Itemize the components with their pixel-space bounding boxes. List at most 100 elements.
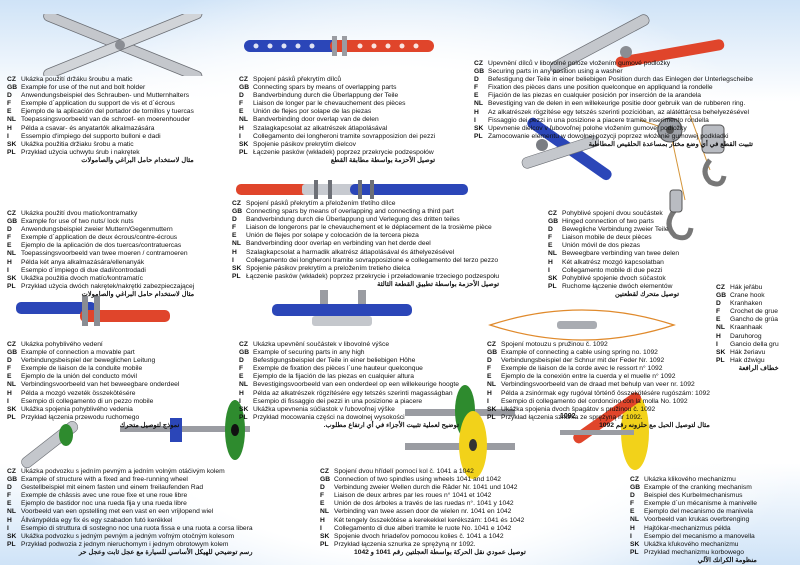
- language-code: SK: [239, 140, 249, 148]
- illustration-two-spindles: [405, 385, 515, 479]
- arabic-caption: نموذج لتوصيل متحرك: [119, 421, 180, 429]
- language-code: H: [7, 389, 12, 397]
- language-code: H: [320, 516, 325, 524]
- instruction-text: Verbindungsbeispiel der beweglichen Leit…: [21, 357, 156, 365]
- language-code: GB: [487, 349, 498, 357]
- instruction-text: Collegamento dei longheroni tramite sovr…: [253, 132, 436, 140]
- instruction-text: Łączenie pasków (wkładek) poprzez przekr…: [253, 148, 434, 156]
- language-code: SK: [7, 405, 17, 413]
- language-code: E: [474, 92, 479, 100]
- language-code: H: [7, 258, 12, 266]
- illustration-third-part-connection: [236, 180, 468, 199]
- instruction-text: Upevnenie dielcov v ľubovoľnej polohe vl…: [488, 124, 687, 132]
- language-code: SK: [474, 124, 484, 132]
- instruction-text: Ejemplo de bastidor noc una rueda fija y…: [21, 500, 187, 508]
- instruction-text: Ukázka pohyblivého vedení: [21, 341, 103, 348]
- language-code: H: [474, 108, 479, 116]
- language-code: CZ: [487, 341, 496, 348]
- instruction-text: Ejemplo de la aplicación de dos tuercas/…: [21, 242, 182, 250]
- instruction-text: Crane hook: [730, 292, 765, 300]
- instruction-text: Liaison mobile de deux pièces: [562, 234, 652, 242]
- instruction-text: Beispiel des Kurbelmechanismus: [644, 492, 743, 500]
- language-code: D: [487, 357, 492, 365]
- instruction-text: Kranhaken: [730, 300, 763, 308]
- language-code: CZ: [474, 60, 483, 67]
- instruction-text: Két alkatrész mozgó kapcsolatban: [562, 258, 664, 266]
- instruction-text: Collegamento dei longheroni tramite sovr…: [246, 256, 499, 264]
- language-code: E: [7, 373, 12, 381]
- instruction-text: Example of structure with a fixed and fr…: [21, 476, 188, 484]
- instruction-text: Ejemplo de la conexión entre la cuerda y…: [501, 373, 676, 381]
- language-code: SK: [7, 140, 17, 148]
- language-code: NL: [239, 381, 248, 389]
- instruction-text: Essempio d'impiego del supporto bulloni …: [21, 132, 161, 140]
- language-code: E: [320, 500, 325, 508]
- language-code: I: [474, 116, 476, 124]
- language-code: GB: [474, 68, 485, 76]
- instruction-text: Ukázka použití držáku šroubu a matic: [21, 76, 133, 83]
- language-code: E: [239, 108, 244, 116]
- arabic-caption: تثبيت القطع في أي وضع مختار بمساعدة الحل…: [588, 140, 753, 148]
- instruction-text: Bandverbindung durch die Überlappung der…: [253, 92, 399, 100]
- instruction-text: Przykład użycia uchwytu śrub i nakrętek: [21, 148, 140, 156]
- instruction-text: Exemple d´application du support de vis …: [21, 100, 175, 108]
- instruction-text: Przykład łączenia sznurka ze sprężyną nr…: [501, 413, 643, 421]
- language-code: CZ: [239, 341, 248, 348]
- instruction-text: Spojení pásků překrytím a přeložením tře…: [246, 200, 396, 207]
- instruction-text: Hinged connection of two parts: [562, 218, 654, 226]
- language-code: SK: [320, 532, 330, 540]
- language-code: NL: [487, 381, 496, 389]
- language-code: E: [630, 508, 635, 516]
- instruction-text: Állványpélda egy fix és egy szabadon fut…: [21, 516, 173, 524]
- instruction-text: Collegamento di due alberi tramite le ru…: [334, 524, 512, 532]
- language-code: D: [548, 226, 553, 234]
- instruction-text: Example of connection a movable part: [21, 349, 135, 357]
- instruction-text: Spojení dvou hřídelí pomocí kol č. 1041 …: [334, 468, 474, 475]
- instruction-text: Bevestiging van de delen in een willekeu…: [488, 100, 746, 108]
- language-code: NL: [474, 100, 483, 108]
- instruction-text: Przykład mechanizmu korbowego: [644, 548, 744, 556]
- arabic-caption: رسم توضيحي للهيكل الأساسي للسيارة مع عجل…: [78, 548, 253, 556]
- language-code: E: [7, 242, 12, 250]
- instruction-text: Ejemplo de la aplicación del portador de…: [21, 108, 194, 116]
- illustration-hinged-connection: [521, 117, 612, 181]
- instruction-text: Példa a mozgó vezeték összekötésére: [21, 389, 136, 397]
- illustration-washer-position: [550, 14, 725, 73]
- instruction-text: Connection of two spindles using wheels …: [334, 476, 501, 484]
- instruction-text: Liaison de deux arbres par les roues n° …: [334, 492, 492, 500]
- instruction-text: Hak dźwigu: [730, 356, 765, 364]
- language-code: F: [548, 234, 553, 242]
- language-code: H: [239, 124, 244, 132]
- instruction-text: Verbinding van twee assen door de wielen…: [334, 508, 512, 516]
- language-code: D: [232, 216, 237, 224]
- instruction-text: Example of connecting a cable using spri…: [501, 349, 658, 357]
